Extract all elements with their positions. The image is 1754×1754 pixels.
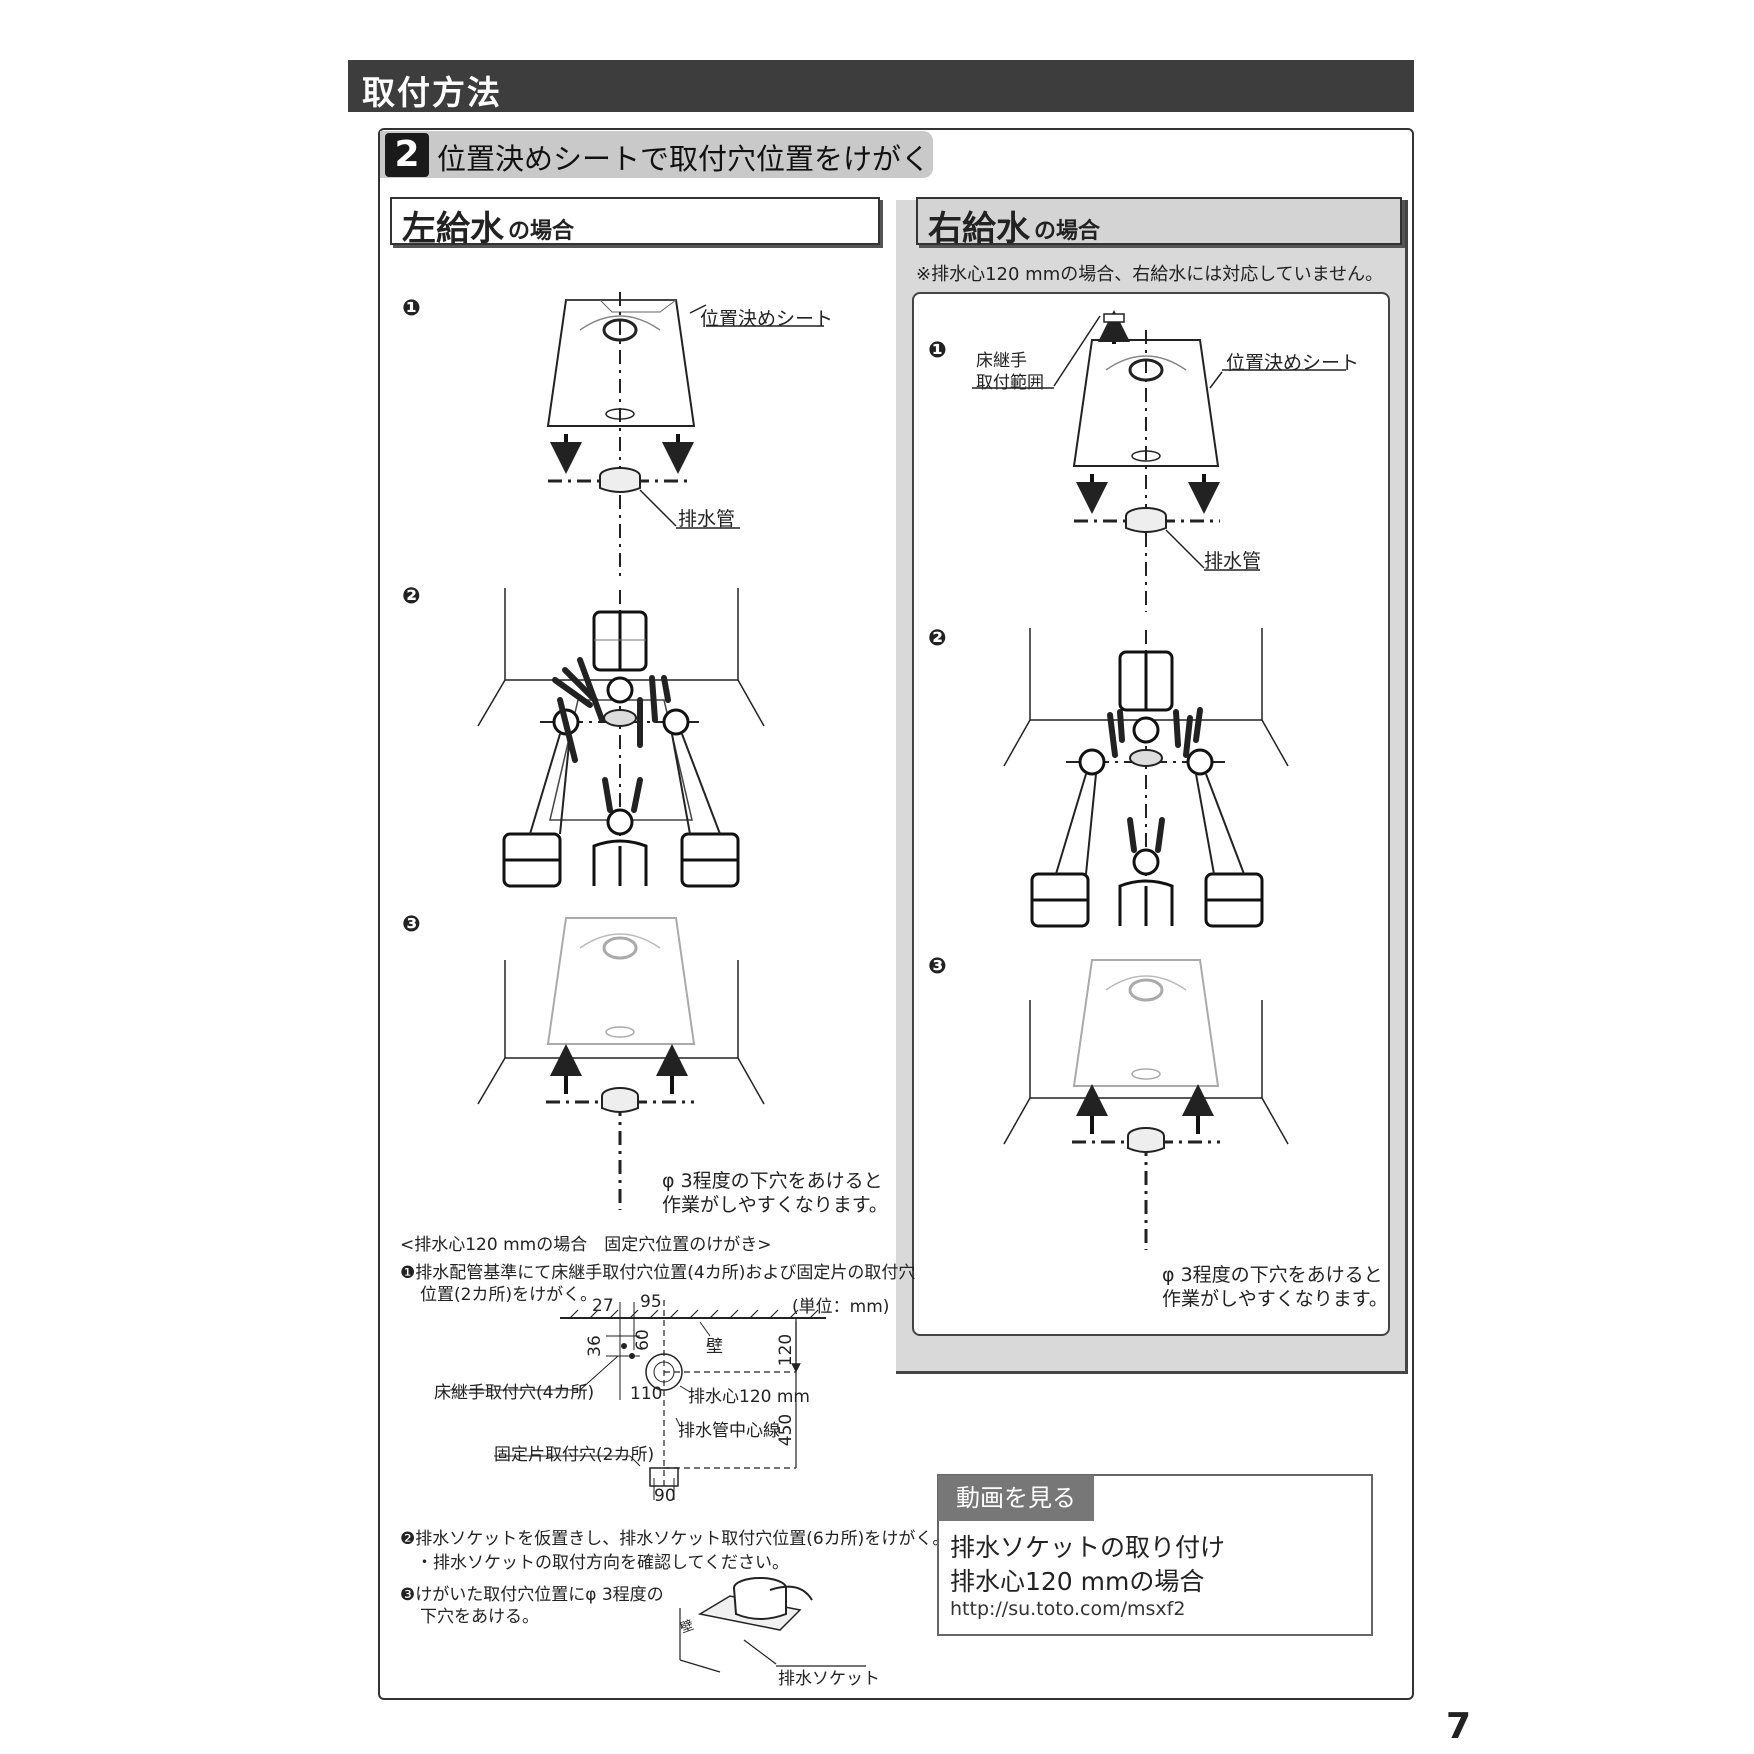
right-marker-3: ❸ (928, 954, 947, 979)
subsection-title: <排水心120 mmの場合 固定穴位置のけがき> (400, 1235, 772, 1255)
subsection-item2-line2: ・排水ソケットの取付方向を確認してください。 (416, 1553, 789, 1573)
right-step1-diagram (972, 310, 1346, 612)
right-supply-heading: 右給水 の場合 (916, 197, 1402, 249)
subsection-item1-line2: 位置(2カ所)をけがく。 (420, 1285, 598, 1305)
left-marker-1: ❶ (402, 296, 421, 321)
step-number: 2 (385, 133, 429, 177)
subsection-item2-line1: ❷排水ソケットを仮置きし、排水ソケット取付穴位置(6カ所)をけがく。 (400, 1529, 950, 1549)
socket-label: 排水ソケット (778, 1669, 880, 1689)
left-supply-heading: 左給水 の場合 (390, 197, 880, 249)
step-tab (380, 131, 933, 178)
subsection-item1-line1: ❶排水配管基準にて床継手取付穴位置(4カ所)および固定片の取付穴 (400, 1263, 916, 1283)
right-hint-line1: φ 3程度の下穴をあけると (1162, 1264, 1383, 1286)
dim-90: 90 (654, 1486, 676, 1506)
right-marker-2: ❷ (928, 626, 947, 651)
right-pipe-label: 排水管 (1204, 550, 1262, 572)
left-pipe-label: 排水管 (678, 508, 736, 530)
right-marker-1: ❶ (928, 338, 947, 363)
dim-60: 60 (632, 1329, 653, 1351)
section-header-bar (348, 60, 1414, 112)
unit-label: (単位：mm) (792, 1297, 890, 1317)
right-hint-line2: 作業がしやすくなります。 (1162, 1288, 1388, 1310)
right-heading-main: 右給水 (928, 209, 1030, 249)
dim-95: 95 (640, 1292, 662, 1312)
subsection-item3-line2: 下穴をあける。 (420, 1607, 539, 1627)
video-header: 動画を見る (938, 1475, 1094, 1521)
dim-27: 27 (592, 1296, 614, 1316)
video-title-line2: 排水心120 mmの場合 (950, 1567, 1205, 1596)
left-step1-diagram (546, 292, 824, 580)
right-sheet-label: 位置決めシート (1226, 352, 1360, 374)
left-hint-line1: φ 3程度の下穴をあけると (662, 1170, 883, 1192)
dimension-drawing (450, 1300, 826, 1500)
left-marker-2: ❷ (402, 584, 421, 609)
left-heading-suffix: の場合 (508, 219, 575, 244)
left-sheet-label: 位置決めシート (700, 308, 834, 330)
left-step3-diagram (477, 917, 765, 1210)
video-title-line1: 排水ソケットの取り付け (950, 1533, 1226, 1562)
dim-120: 120 (776, 1333, 797, 1367)
drain-socket-illustration (679, 1577, 866, 1673)
left-hint-line2: 作業がしやすくなります。 (662, 1194, 888, 1216)
pipe-centerline-label: 排水管中心線 (678, 1421, 780, 1441)
step-title: 位置決めシートで取付穴位置をけがく (437, 142, 931, 176)
video-url-link[interactable]: http://su.toto.com/msxf2 (950, 1598, 1186, 1620)
left-step2-diagram (477, 588, 765, 888)
floor-joint-holes-label: 床継手取付穴(4カ所) (434, 1383, 595, 1403)
wall-label: 壁 (706, 1337, 723, 1357)
dim-36: 36 (584, 1335, 605, 1357)
right-step2-diagram (1003, 628, 1289, 928)
right-floor-joint-line1: 床継手 (976, 351, 1027, 371)
page-number: 7 (1446, 1706, 1472, 1747)
left-marker-3: ❸ (402, 912, 421, 937)
subsection-item3-line1: ❸けがいた取付穴位置にφ 3程度の (400, 1585, 664, 1605)
right-step3-diagram (1003, 959, 1289, 1250)
fixing-holes-label: 固定片取付穴(2カ所) (494, 1445, 655, 1465)
right-heading-suffix: の場合 (1034, 219, 1101, 244)
right-note: ※排水心120 mmの場合、右給水には対応していません。 (916, 264, 1384, 285)
content-frame (378, 128, 1414, 1700)
left-heading-main: 左給水 (402, 209, 504, 249)
right-floor-joint-line2: 取付範囲 (976, 373, 1044, 393)
dim-110: 110 (630, 1384, 663, 1404)
section-title: 取付方法 (362, 73, 502, 112)
drain-center-label: 排水心120 mm (688, 1387, 810, 1407)
